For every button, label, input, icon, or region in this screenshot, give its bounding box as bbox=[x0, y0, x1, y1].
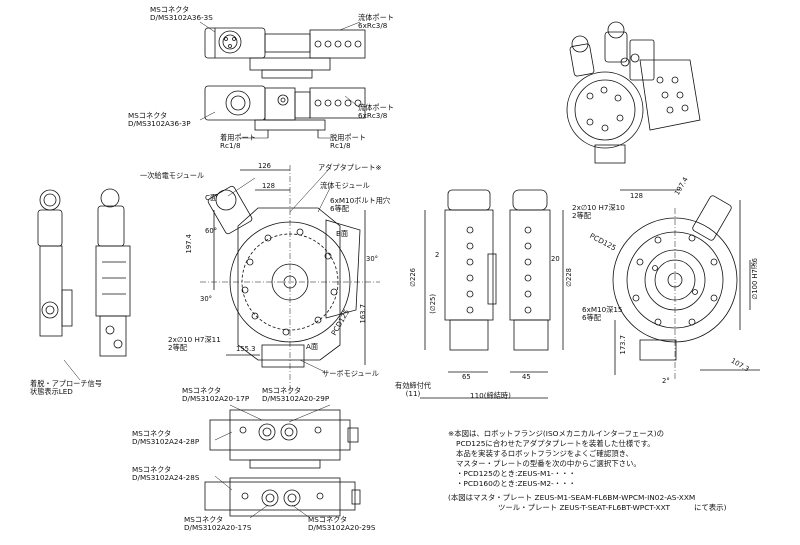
label-ms-24-28s: MSコネクタ D/MS3102A24-28S bbox=[132, 465, 200, 483]
label-detach-port: 脱用ポート Rc1/8 bbox=[330, 133, 366, 151]
note-line-8: ツール・プレート ZEUS-T-SEAT-FL6BT-WPCT-XXT bbox=[498, 503, 671, 512]
dim-128: 128 bbox=[262, 182, 275, 190]
label-ms-20-17s: MSコネクタ D/MS3102A20-17S bbox=[184, 515, 252, 533]
label-ms-connector-36-3s: MSコネクタ D/MS3102A36-3S bbox=[150, 5, 213, 23]
side-views bbox=[420, 189, 564, 399]
dim-155-3: 155.3 bbox=[236, 345, 256, 353]
label-ms-20-17p: MSコネクタ D/MS3102A20-17P bbox=[182, 386, 250, 404]
dim-right-128: 128 bbox=[630, 192, 643, 200]
note-line-2: PCD125に合わせたアダプタプレートを装着した仕様です。 bbox=[456, 439, 655, 448]
isometric-view bbox=[566, 21, 701, 164]
label-clamp-length: 110(締結時) bbox=[470, 391, 511, 400]
dim-197-4: 197.4 bbox=[185, 234, 193, 254]
label-right-pin-holes: 2x∅10 H7深10 2等配 bbox=[572, 203, 625, 221]
label-right-bolt-holes: 6xM10深15 6等配 bbox=[582, 305, 623, 323]
dim-angle-60: 60° bbox=[205, 227, 218, 235]
left-side-views bbox=[37, 188, 131, 357]
front-view bbox=[200, 165, 380, 395]
note-line-7: (本図はマスタ・プレート ZEUS-M1-SEAM-FL6BM-WPCM-IN0… bbox=[448, 493, 696, 502]
label-ms-connector-36-3p: MSコネクタ D/MS3102A36-3P bbox=[128, 111, 191, 129]
note-line-9: にて表示) bbox=[694, 503, 727, 512]
dim-163-7: 163.7 bbox=[359, 304, 367, 324]
dim-228: ∅228 bbox=[565, 268, 573, 287]
label-face-c: C面 bbox=[205, 193, 218, 202]
label-primary-power-module: 一次給電モジュール bbox=[140, 171, 205, 180]
dim-angle-30: 30° bbox=[366, 255, 379, 263]
label-fluid-port-2: 流体ポート 6xRc3/8 bbox=[358, 103, 394, 121]
note-line-3: 本品を実装するロボットフランジをよくご確認頂き、 bbox=[456, 449, 633, 458]
note-line-5: ・PCD125のとき:ZEUS-M1-・・・ bbox=[456, 469, 576, 478]
dim-right-100: ∅100 H7深6 bbox=[751, 258, 759, 300]
note-line-1: ※本図は、ロボットフランジ(ISOメカニカルインターフェース)の bbox=[448, 429, 664, 438]
label-ms-20-29s: MSコネクタ D/MS3102A20-29S bbox=[308, 515, 376, 533]
top-view-1 bbox=[204, 27, 366, 79]
label-servo-module: サーボモジュール bbox=[322, 369, 379, 378]
dim-226: ∅226 bbox=[409, 268, 417, 287]
label-attach-port: 着用ポート Rc1/8 bbox=[220, 133, 256, 151]
label-ms-20-29p: MSコネクタ D/MS3102A20-29P bbox=[262, 386, 330, 404]
label-tool-allowance: 有効締付代 (11) bbox=[395, 381, 431, 399]
leader-lines bbox=[63, 21, 361, 519]
label-pin-holes: 2x∅10 H7深11 2等配 bbox=[168, 335, 221, 353]
note-line-6: ・PCD160のとき:ZEUS-M2-・・・ bbox=[456, 479, 576, 488]
label-ms-24-28p: MSコネクタ D/MS3102A24-28P bbox=[132, 429, 200, 447]
label-fluid-module: 流体モジュール bbox=[320, 181, 370, 190]
dim-25: (∅25) bbox=[429, 294, 437, 314]
label-fluid-port-1: 流体ポート 6xRc3/8 bbox=[358, 13, 394, 31]
dim-angle-30b: 30° bbox=[200, 295, 213, 303]
dim-2: 2 bbox=[435, 251, 440, 259]
label-face-b: B面 bbox=[336, 229, 349, 238]
dim-45: 45 bbox=[522, 373, 531, 381]
label-status-led: 着脱・アプローチ信号 状態表示LED bbox=[30, 379, 102, 397]
bottom-view-2 bbox=[204, 477, 361, 517]
dim-126: 126 bbox=[258, 162, 271, 170]
label-bolt-holes: 6xM10ボルト用穴 6等配 bbox=[330, 196, 391, 214]
bottom-view-1 bbox=[209, 409, 359, 469]
dim-20: 20 bbox=[551, 255, 560, 263]
label-adapter-plate: アダプタプレート※ bbox=[318, 163, 382, 172]
note-line-4: マスター・プレートの型番を次の中からご選択下さい。 bbox=[456, 459, 641, 468]
label-face-a: A面 bbox=[306, 342, 319, 351]
right-round-view bbox=[612, 189, 760, 380]
dim-65: 65 bbox=[462, 373, 471, 381]
dim-right-2deg: 2° bbox=[662, 377, 670, 385]
dim-right-173-7: 173.7 bbox=[619, 335, 627, 355]
top-view-2 bbox=[204, 85, 366, 138]
